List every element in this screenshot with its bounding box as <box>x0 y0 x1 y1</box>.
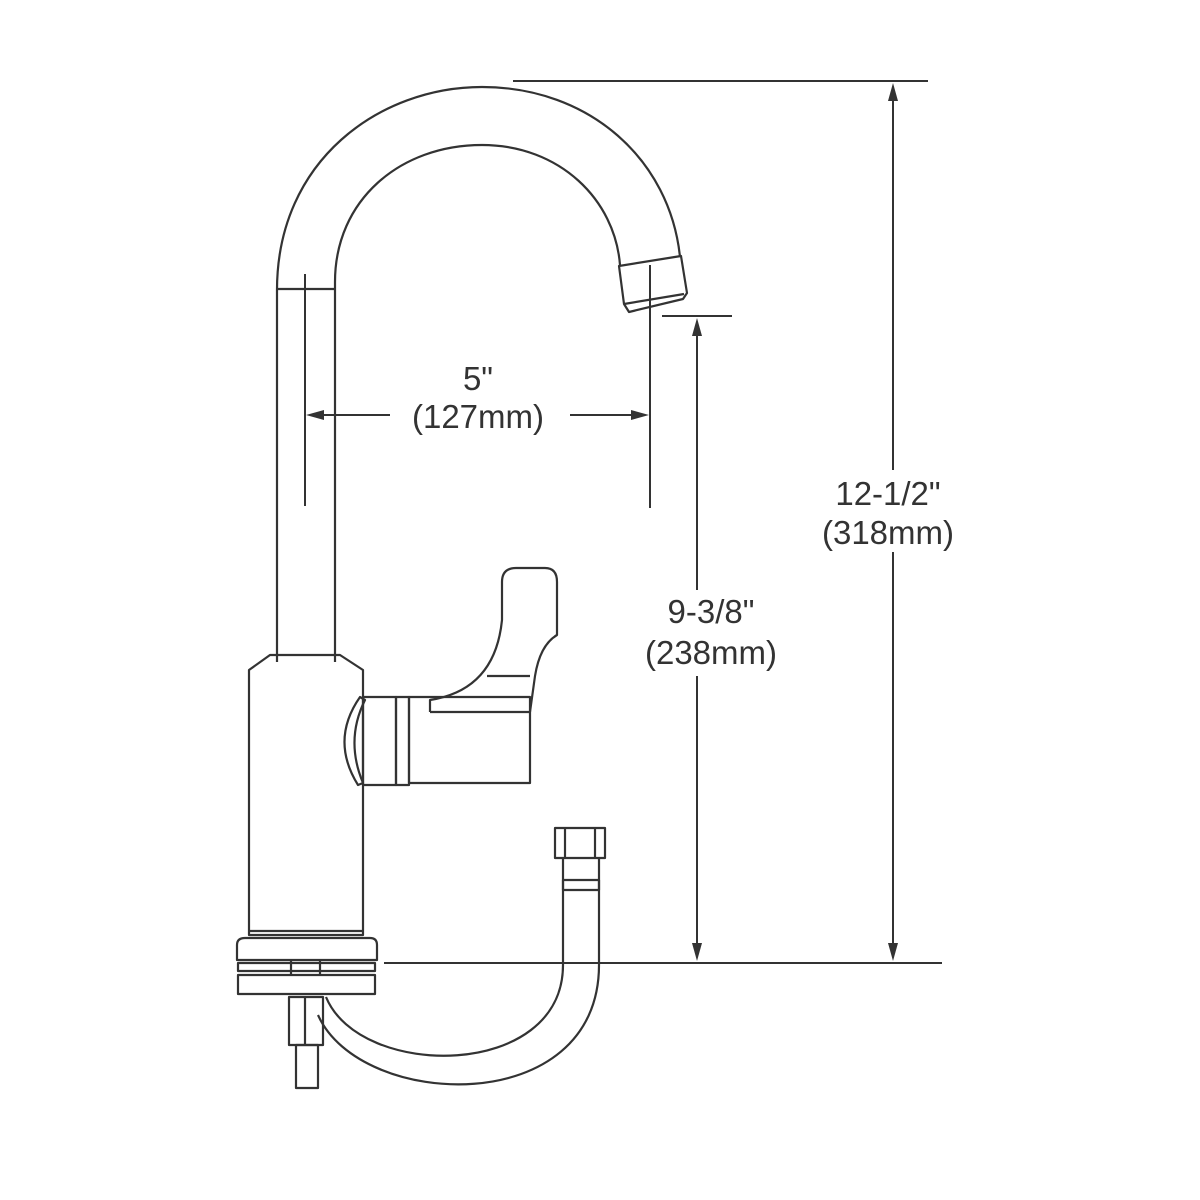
spout-reach-dimension: 5" (127mm) <box>306 360 649 435</box>
arrow-down-icon <box>692 943 702 961</box>
mounting-shank <box>287 995 325 1090</box>
spout-height-imperial: 9-3/8" <box>668 593 755 630</box>
overall-height-metric: (318mm) <box>822 514 954 551</box>
spout-reach-imperial: 5" <box>463 360 493 397</box>
overall-height-imperial: 12-1/2" <box>835 475 940 512</box>
arrow-right-icon <box>631 410 649 420</box>
overall-height-dimension: 12-1/2" (318mm) <box>384 80 954 964</box>
lever-handle <box>343 566 559 787</box>
aerator-tip <box>617 254 689 314</box>
arrow-up-icon <box>888 83 898 101</box>
arrow-left-icon <box>306 410 324 420</box>
supply-hose <box>316 826 607 1086</box>
spout-height-dimension: 9-3/8" (238mm) <box>645 315 777 961</box>
spout-height-metric: (238mm) <box>645 634 777 671</box>
arrow-down-icon <box>888 943 898 961</box>
faucet-body <box>235 653 379 996</box>
arrow-up-icon <box>692 318 702 336</box>
spout-reach-metric: (127mm) <box>412 398 544 435</box>
